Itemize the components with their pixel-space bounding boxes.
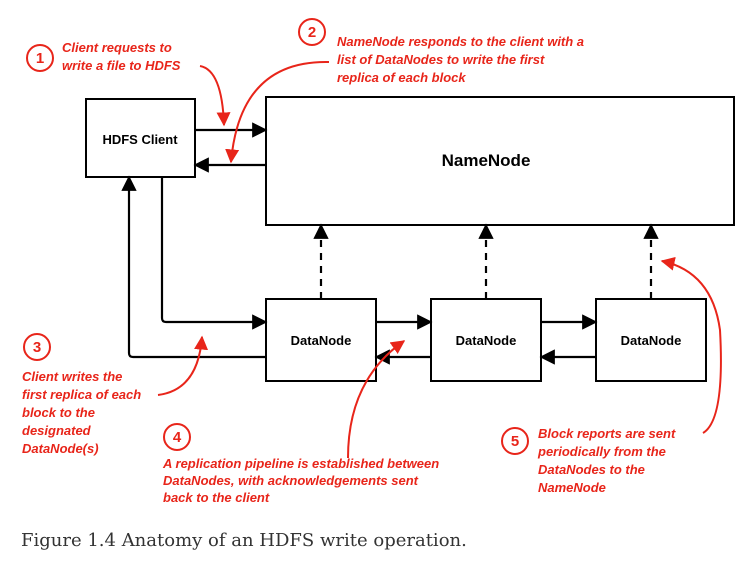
step-2-number: 2 <box>308 24 316 41</box>
step-2-text-line-1: NameNode responds to the client with a <box>337 34 584 49</box>
step-3-text-line-1: Client writes the <box>22 369 122 384</box>
step-4-text-line-1: A replication pipeline is established be… <box>162 456 439 471</box>
step-3-text-line-4: designated <box>22 423 92 438</box>
datanode-2-label: DataNode <box>456 333 517 348</box>
datanode-1-label: DataNode <box>291 333 352 348</box>
step-2-annotation: 2 NameNode responds to the client with a… <box>225 18 584 164</box>
step-3-number: 3 <box>33 339 41 356</box>
step-4-text-line-3: back to the client <box>163 490 270 505</box>
step-5-text-line-3: DataNodes to the <box>538 462 645 477</box>
step-1-number: 1 <box>36 50 44 67</box>
step-2-text-line-2: list of DataNodes to write the first <box>337 52 545 67</box>
step-1-pointer <box>199 65 231 127</box>
datanode-to-client-ack-arrow <box>121 175 266 359</box>
step-1-annotation: 1 Client requests to write a file to HDF… <box>26 40 231 127</box>
step-2-text-line-3: replica of each block <box>337 70 466 85</box>
step-4-text-line-2: DataNodes, with acknowledgements sent <box>163 473 419 488</box>
step-3-pointer <box>157 335 209 396</box>
step-3-text-line-2: first replica of each <box>22 387 141 402</box>
datanode-1: DataNode <box>265 298 377 382</box>
step-3-text-line-3: block to the <box>22 405 95 420</box>
step-4-annotation: 4 A replication pipeline is established … <box>162 340 439 505</box>
datanode-3-label: DataNode <box>621 333 682 348</box>
step-1-text-line-2: write a file to HDFS <box>62 58 181 73</box>
namenode: NameNode <box>265 96 735 226</box>
step-5-text-line-2: periodically from the <box>537 444 666 459</box>
step-4-pointer <box>347 340 406 459</box>
client-to-datanode-arrow <box>160 177 268 330</box>
hdfs-client-label: HDFS Client <box>102 132 178 147</box>
step-5-text-line-4: NameNode <box>538 480 606 495</box>
step-5-number: 5 <box>511 433 519 450</box>
step-4-number: 4 <box>173 429 182 446</box>
datanode-3: DataNode <box>595 298 707 382</box>
step-5-text-line-1: Block reports are sent <box>538 426 676 441</box>
step-3-annotation: 3 Client writes the first replica of eac… <box>22 333 209 456</box>
step-2-pointer <box>225 60 330 164</box>
datanode-2: DataNode <box>430 298 542 382</box>
step-1-text-line-1: Client requests to <box>62 40 172 55</box>
namenode-label: NameNode <box>442 151 531 170</box>
hdfs-client-node: HDFS Client <box>85 98 196 178</box>
step-5-annotation: 5 Block reports are sent periodically fr… <box>501 256 722 495</box>
step-3-text-line-5: DataNode(s) <box>22 441 99 456</box>
step-5-pointer <box>660 256 722 434</box>
figure-caption: Figure 1.4 Anatomy of an HDFS write oper… <box>21 530 467 551</box>
